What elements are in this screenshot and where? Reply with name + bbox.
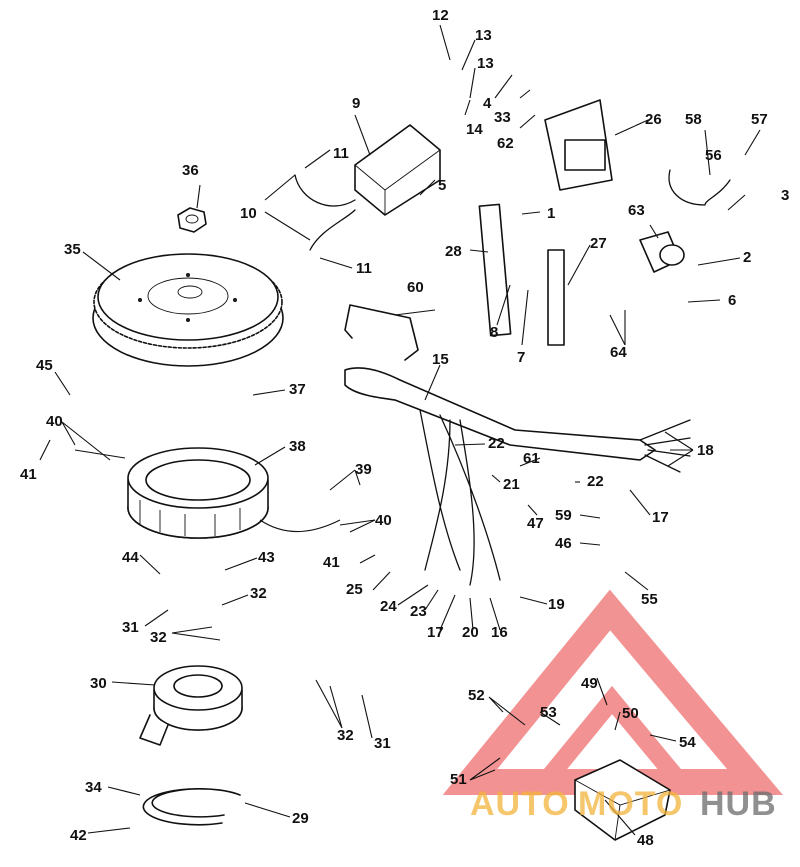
callout-59: 59 [555,507,572,524]
flywheel [92,253,284,367]
callout-51: 51 [450,771,467,788]
callout-34: 34 [85,779,102,796]
watermark-hub: HUB [700,785,777,823]
callout-62: 62 [497,135,514,152]
watermark-auto: AUTO [470,785,570,823]
callout-60: 60 [407,279,424,296]
callout-6: 6 [728,292,736,309]
retaining-ring [142,787,241,826]
callout-2: 2 [743,249,751,266]
callout-18: 18 [697,442,714,459]
callout-19: 19 [548,596,565,613]
callout-17b: 17 [427,624,444,641]
callout-13b: 13 [477,55,494,72]
callout-63: 63 [628,202,645,219]
callout-29: 29 [292,810,309,827]
bracket-60 [344,304,419,361]
callout-21: 21 [503,476,520,493]
callout-14: 14 [466,121,483,138]
callout-17a: 17 [652,509,669,526]
callout-22b: 22 [587,473,604,490]
ignition-coil-9 [354,124,441,216]
callout-55: 55 [641,591,658,608]
callout-30: 30 [90,675,107,692]
watermark-moto: MOTO [578,785,683,823]
callout-40b: 40 [46,413,63,430]
spark-plug-lead-57-58 [668,169,731,206]
callout-1: 1 [547,205,555,222]
stator [127,447,269,539]
ignition-coil-26 [544,99,613,191]
callout-11b: 11 [356,260,372,277]
callout-64: 64 [610,344,627,361]
watermark-logo [442,589,783,795]
callout-10: 10 [240,205,257,222]
callout-3: 3 [781,187,789,204]
callout-27: 27 [590,235,607,252]
callout-58: 58 [685,111,702,128]
callout-35: 35 [64,241,81,258]
callout-26: 26 [645,111,662,128]
callout-22a: 22 [488,435,505,452]
callout-8: 8 [490,324,498,341]
callout-42: 42 [70,827,87,844]
callout-47: 47 [527,515,544,532]
callout-61: 61 [523,450,540,467]
callout-46: 46 [555,535,572,552]
wiring-harness [344,367,691,586]
callout-25: 25 [346,581,363,598]
callout-4: 4 [483,95,492,112]
callout-41b: 41 [323,554,340,571]
callout-56: 56 [705,147,722,164]
terminal-board [478,203,512,337]
switch-assembly [639,231,685,273]
callout-28: 28 [445,243,462,260]
callout-32a: 32 [250,585,267,602]
callout-45: 45 [36,357,53,374]
callout-9: 9 [352,95,360,112]
callout-20: 20 [462,624,479,641]
watermark-text: AUTO MOTO HUB [470,785,777,823]
power-pack [574,759,671,841]
callout-36: 36 [182,162,199,179]
callout-40a: 40 [375,512,392,529]
callout-7: 7 [517,349,525,366]
ground-strap [547,249,565,346]
callout-32b: 32 [150,629,167,646]
flywheel-nut [177,207,207,233]
callout-38: 38 [289,438,306,455]
callout-39: 39 [355,461,372,478]
timer-base [139,665,243,746]
callout-13a: 13 [475,27,492,44]
callout-labels: 1 2 3 4 5 6 7 8 9 10 11 11 12 13 13 14 1… [20,7,789,849]
callout-31a: 31 [122,619,139,636]
callout-50: 50 [622,705,639,722]
callout-44: 44 [122,549,139,566]
callout-23: 23 [410,603,427,620]
leader-lines [39,24,761,836]
callout-43: 43 [258,549,275,566]
callout-32c: 32 [337,727,354,744]
spark-plug-lead-10-11 [294,174,356,251]
callout-49: 49 [581,675,598,692]
stator-leads [74,449,341,533]
callout-16: 16 [491,624,508,641]
callout-54: 54 [679,734,696,751]
callout-41a: 41 [20,466,37,483]
callout-12: 12 [432,7,449,24]
callout-52: 52 [468,687,485,704]
callout-33: 33 [494,109,511,126]
callout-11a: 11 [333,145,349,162]
callout-15: 15 [432,351,449,368]
callout-37: 37 [289,381,306,398]
callout-57: 57 [751,111,768,128]
callout-31b: 31 [374,735,391,752]
callout-53: 53 [540,704,557,721]
callout-48: 48 [637,832,654,849]
callout-24: 24 [380,598,397,615]
callout-5: 5 [438,177,446,194]
